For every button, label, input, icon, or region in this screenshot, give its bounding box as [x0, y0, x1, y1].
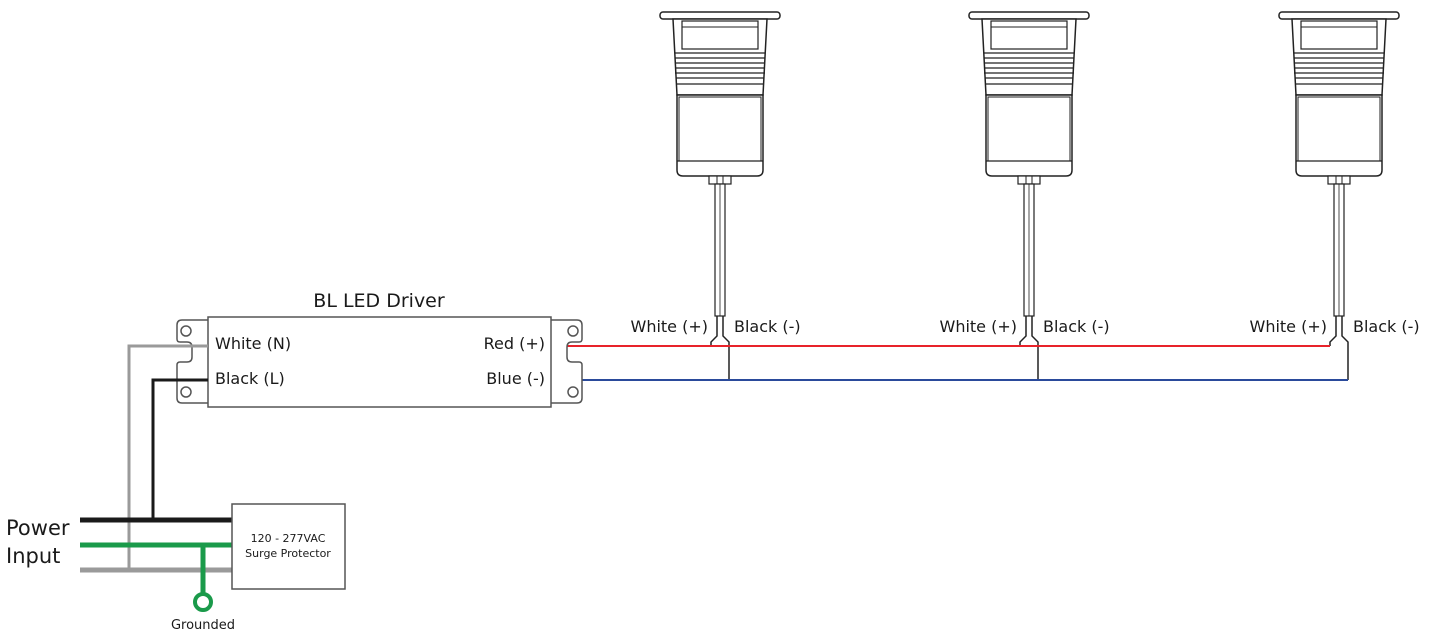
light-fixture-2: [968, 11, 1090, 317]
light1-black-label: Black (-): [734, 317, 801, 336]
light2-black-label: Black (-): [1043, 317, 1110, 336]
driver-blue-label: Blue (-): [486, 369, 545, 388]
surge-label-line1: 120 - 277VAC: [251, 532, 326, 545]
black-wire-line: [151, 378, 208, 520]
ground-label: Grounded: [171, 618, 235, 633]
surge-label-line2: Surge Protector: [245, 547, 331, 560]
power-label-line1: Power: [6, 516, 70, 540]
light-fixture-1: [659, 11, 781, 317]
driver-black-label: Black (L): [215, 369, 285, 388]
light3-white-label: White (+): [1250, 317, 1328, 336]
light-fixture-3: [1278, 11, 1400, 317]
light2-white-label: White (+): [940, 317, 1018, 336]
fixture-leads: [710, 316, 1349, 380]
driver-red-label: Red (+): [484, 334, 545, 353]
driver-white-label: White (N): [215, 334, 291, 353]
led-driver: [176, 316, 583, 408]
ground-terminal-icon: [193, 592, 213, 612]
surge-protector: [231, 503, 346, 590]
gray-wire-neutral: [127, 344, 208, 570]
light3-black-label: Black (-): [1353, 317, 1420, 336]
power-label-line2: Input: [6, 544, 60, 568]
light1-white-label: White (+): [631, 317, 709, 336]
driver-title: BL LED Driver: [313, 290, 445, 312]
